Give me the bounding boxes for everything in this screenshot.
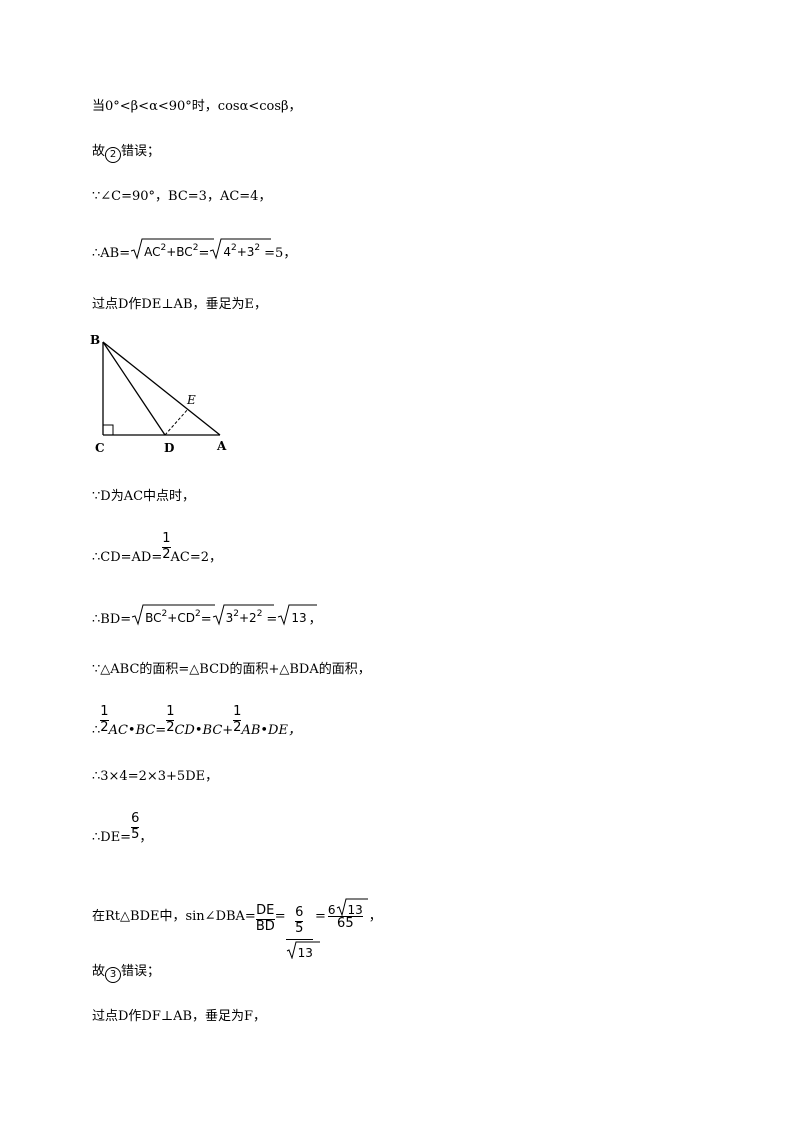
sqrt-3-2 (212, 604, 274, 626)
sqrt-13 (277, 604, 318, 626)
text-line-bd-calc: ∴BD=BC2+CD2=32+22=13， (92, 604, 322, 626)
sqrt-13 (286, 941, 320, 959)
text-line-given: ∵∠C=90°，BC=3，AC=4， (92, 189, 272, 204)
label-b: B (90, 333, 100, 347)
text-line-ab-calc: ∴AB=AC2+BC2=42+32=5， (92, 238, 296, 260)
text-line-area-relation: ∵△ABC的面积=△BCD的面积+△BDA的面积， (92, 662, 371, 677)
right-angle-mark (103, 424, 114, 435)
sqrt-ac-bc (130, 238, 215, 260)
triangle-figure: B E C D A (90, 333, 227, 455)
sqrt-4-3 (209, 238, 272, 260)
sqrt-bc-cd (131, 604, 216, 626)
text-line-construct-df: 过点D作DF⊥AB，垂足为F， (92, 1009, 267, 1024)
text-line-construct-de: 过点D作DE⊥AB，垂足为E， (92, 297, 267, 312)
side-ab (102, 341, 221, 436)
text-line-midpoint: ∵D为AC中点时， (92, 489, 196, 504)
text-line-cos-inequality: 当0°<β<α<90°时，cosα<cosβ， (92, 99, 302, 114)
segment-bd (102, 341, 166, 436)
sqrt-13 (336, 898, 368, 916)
text-line-numeric: ∴3×4=2×3+5DE， (92, 769, 219, 784)
circled-number: 2 (105, 147, 122, 163)
label-d: D (164, 441, 174, 455)
circled-number: 3 (105, 967, 122, 983)
segment-de-dashed (164, 408, 189, 436)
label-e: E (186, 393, 196, 407)
label-a: A (216, 439, 227, 453)
label-c: C (95, 441, 105, 455)
